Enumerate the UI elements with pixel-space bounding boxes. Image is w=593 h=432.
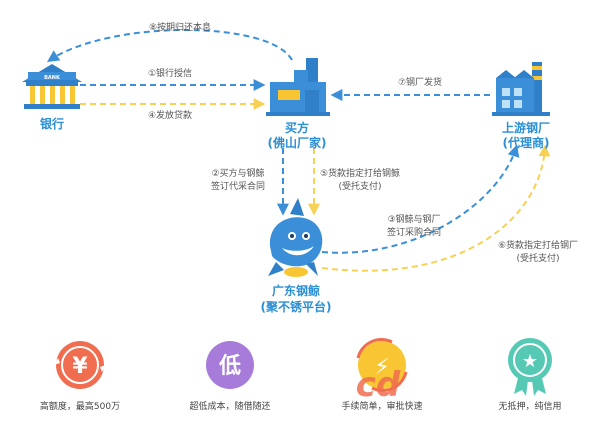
feature-no-collateral-text: 无抵押，纯信用 <box>498 400 561 412</box>
feature-no-collateral: ★ 无抵押，纯信用 <box>498 338 562 412</box>
yuan-glyph: ¥ <box>72 354 88 379</box>
step-2-label-line2: 签订代采合同 <box>211 180 265 192</box>
bank-sign: BANK <box>44 75 61 81</box>
arrow-pay-mill <box>321 144 551 272</box>
star-ribbon-icon: ★ <box>508 338 552 396</box>
step-1-label: ①银行授信 <box>148 67 192 79</box>
step-3-label-line2: 签订采购合同 <box>387 226 441 238</box>
steel-mill-icon <box>492 62 550 116</box>
platform-label-line2: (聚不锈平台) <box>261 299 332 314</box>
platform-label-line1: 广东钢鲸 <box>272 283 320 298</box>
steel-mill-label-line1: 上游钢厂 <box>502 120 550 135</box>
step-5-label-line1: ⑤货款指定打给钢鲸 <box>320 167 400 179</box>
step-4-label: ④发放贷款 <box>148 109 192 121</box>
buyer-label-line2: (佛山厂家) <box>268 135 327 150</box>
step-7-label: ⑦钢厂发货 <box>398 76 442 88</box>
arrow-contract-mill <box>321 144 520 254</box>
steel-mill-label-line2: (代理商) <box>503 135 550 150</box>
arrow-repay <box>47 29 293 62</box>
feature-low-cost-text: 超低成本，随借随还 <box>189 400 270 412</box>
low-glyph: 低 <box>218 354 241 379</box>
step-2-label-line1: ②买方与钢鲸 <box>211 167 264 179</box>
steel-mill-node: 上游钢厂 (代理商) <box>492 62 550 150</box>
watermark-text: cd <box>356 365 401 405</box>
feature-high-limit: ¥ 高额度，最高500万 <box>40 341 120 412</box>
yuan-icon: ¥ <box>54 341 106 389</box>
lightning-icon: ⚡ <box>356 338 408 392</box>
shark-mascot-icon <box>268 198 323 277</box>
watermark-logo: cd <box>356 365 401 405</box>
bank-node: BANK 银行 <box>22 64 82 131</box>
bank-icon: BANK <box>22 64 82 109</box>
platform-node: 广东钢鲸 (聚不锈平台) <box>261 198 332 314</box>
buyer-node: 买方 (佛山厂家) <box>266 58 330 150</box>
buyer-label-line1: 买方 <box>285 120 309 135</box>
feature-fast-approval: ⚡ 手续简单，审批快速 <box>341 338 423 412</box>
step-5-label-line2: (受托支付) <box>338 180 381 192</box>
step-8-label: ⑧按期归还本息 <box>149 21 211 33</box>
step-3-label-line1: ③钢鲸与钢厂 <box>387 213 440 225</box>
star-glyph: ★ <box>522 351 538 372</box>
low-icon: 低 <box>206 341 254 389</box>
lightning-glyph: ⚡ <box>374 355 389 380</box>
bank-label: 银行 <box>40 116 64 131</box>
feature-high-limit-text: 高额度，最高500万 <box>40 400 120 412</box>
step-6-label-line2: (受托支付) <box>516 252 559 264</box>
feature-fast-approval-text: 手续简单，审批快速 <box>341 400 422 412</box>
factory-icon <box>266 58 330 116</box>
feature-low-cost: 低 超低成本，随借随还 <box>189 341 271 412</box>
step-6-label-line1: ⑥货款指定打给钢厂 <box>498 239 578 251</box>
